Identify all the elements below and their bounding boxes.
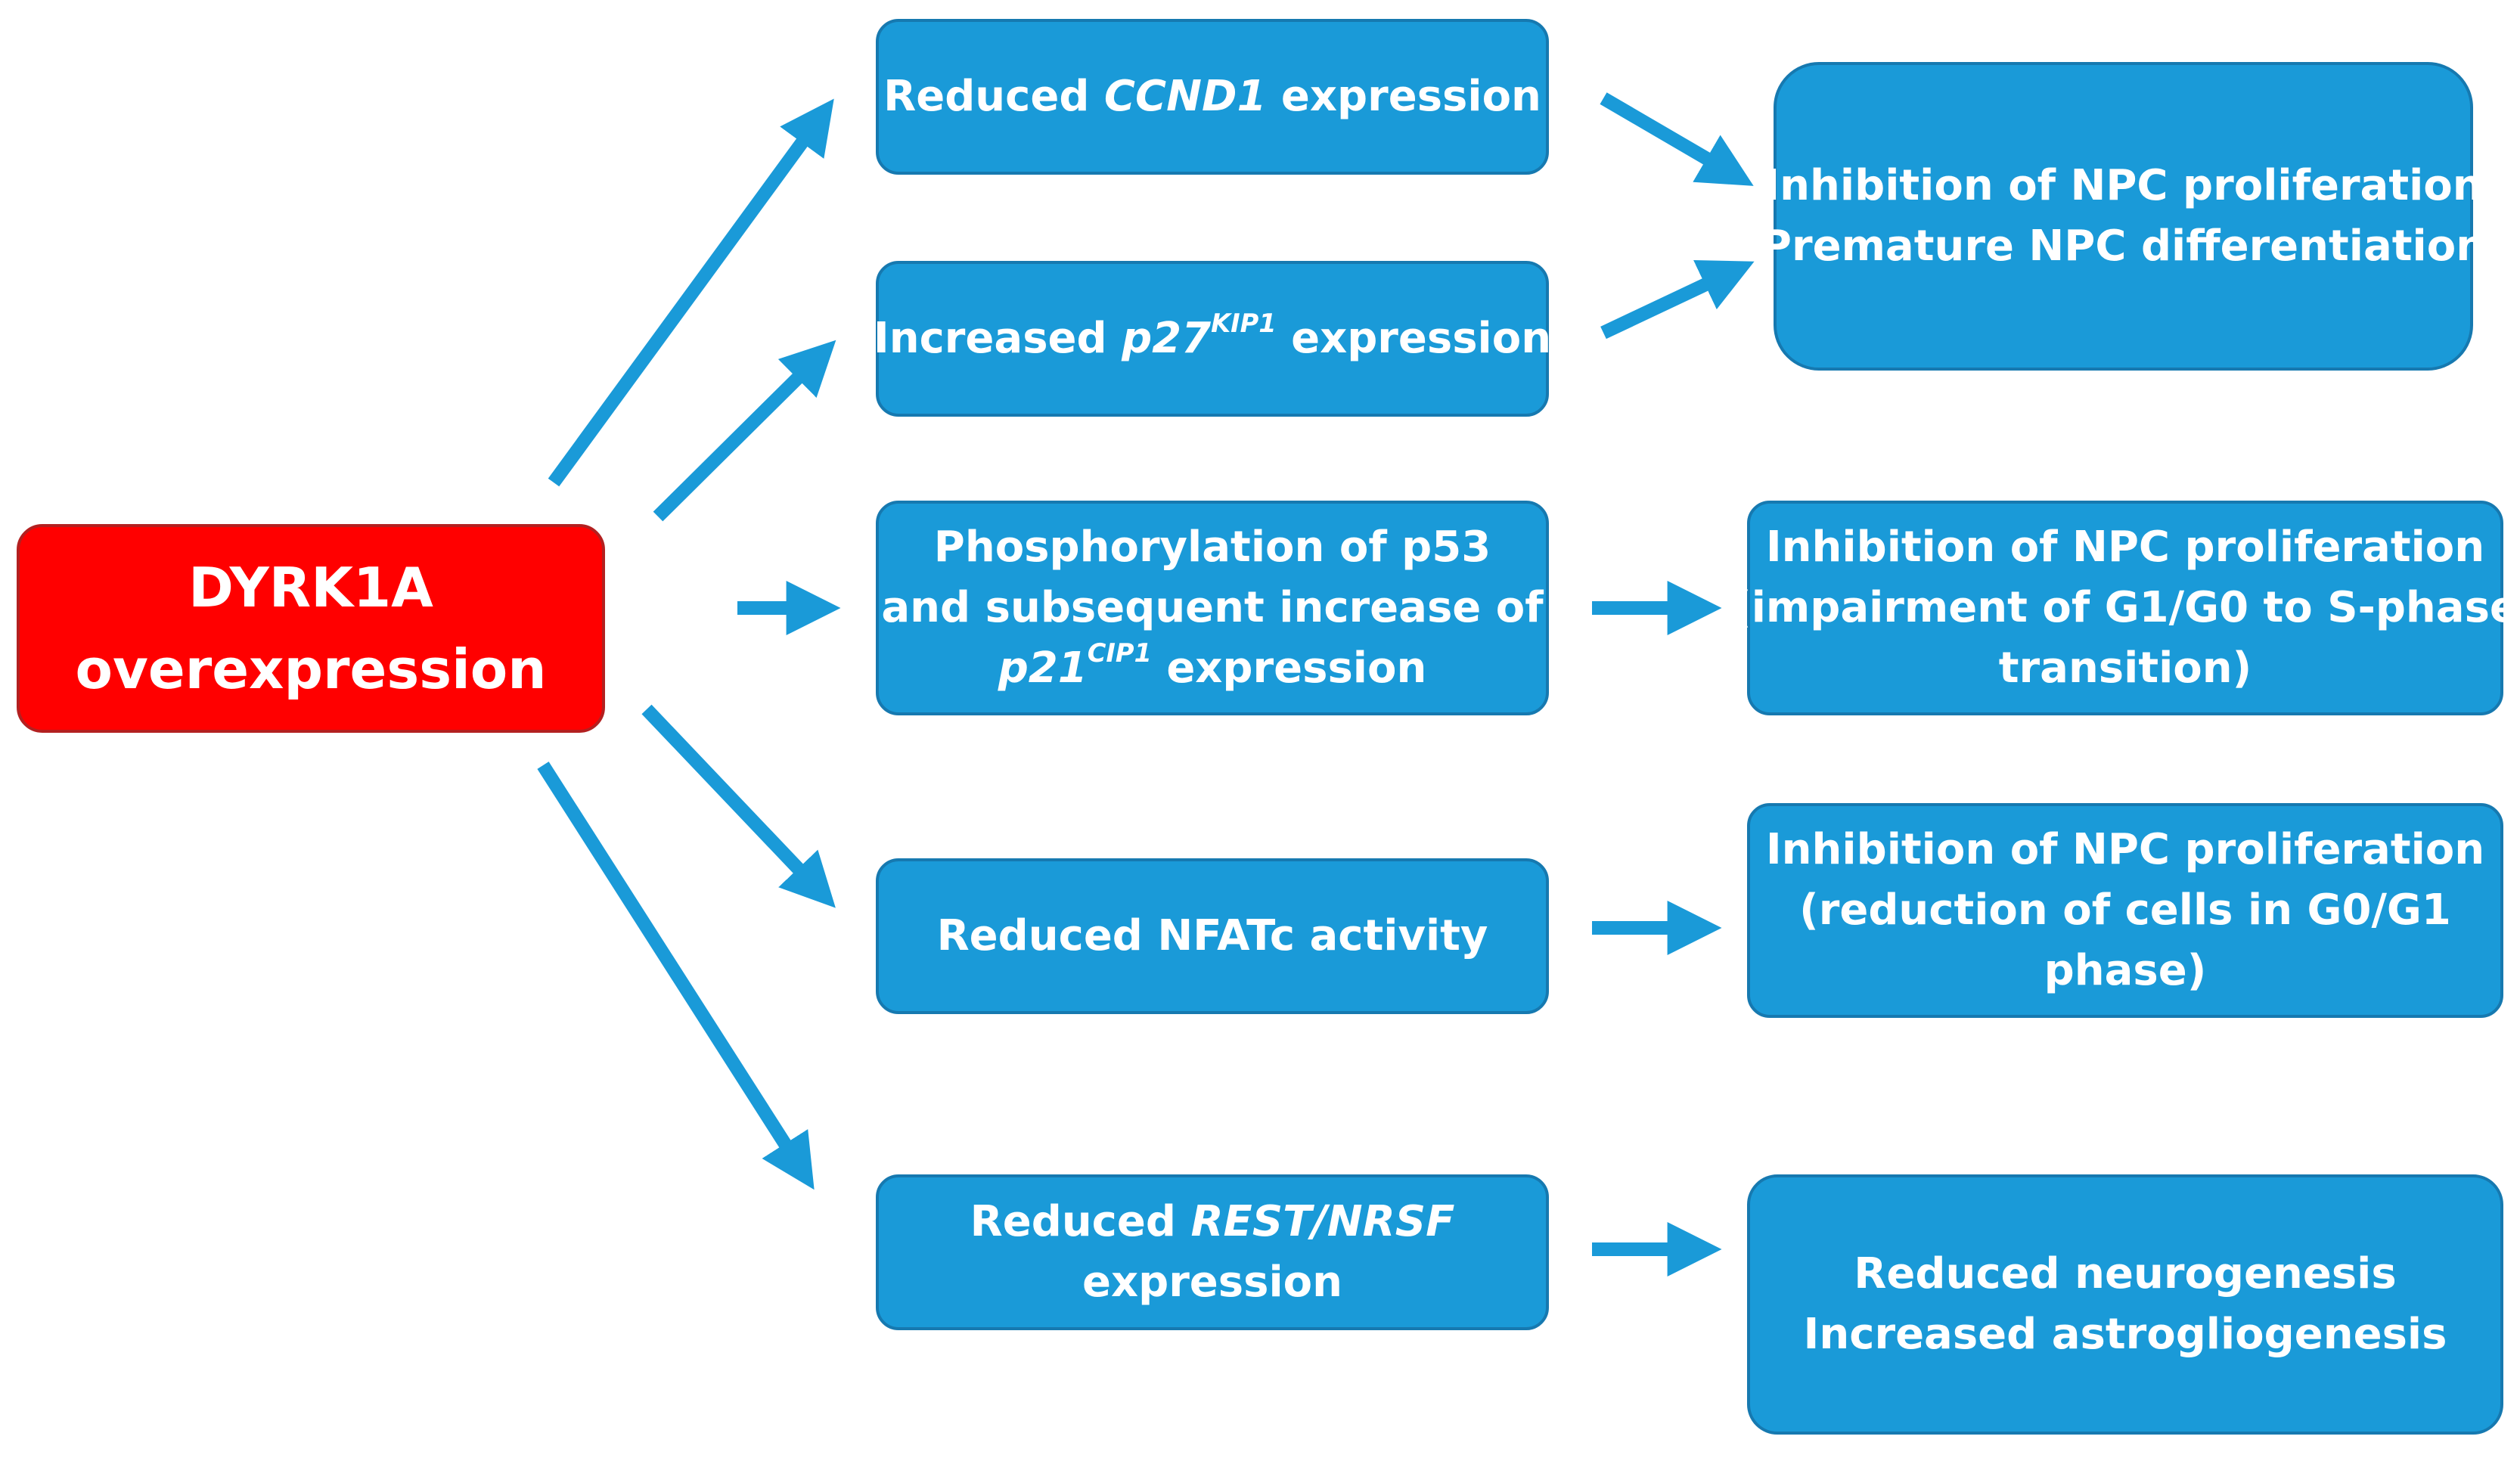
outcome2-line-2: (impairment of G1/G0 to S-phase	[1732, 583, 2518, 632]
outcome-proliferation-differentiation: Inhibition of NPC proliferation Prematur…	[1761, 62, 2486, 371]
dyrk1a-overexpression-node: DYRK1A overexpression	[17, 524, 605, 733]
source-line-1: DYRK1A	[188, 556, 433, 619]
ccnd1-node: Reduced CCND1 expression	[876, 19, 1549, 175]
outcome2-line-3: transition)	[1998, 644, 2252, 693]
p27-sup: KIP1	[1211, 309, 1277, 339]
p21-gene: p21	[998, 644, 1088, 693]
p27-gene: p27	[1122, 314, 1212, 363]
p21-post: expression	[1151, 644, 1427, 693]
outcome4-line-1: Reduced neurogenesis	[1854, 1249, 2397, 1298]
outcome-g0-g1-reduction: Inhibition of NPC proliferation (reducti…	[1747, 803, 2503, 1018]
p27-node: Increased p27KIP1 expression	[874, 261, 1551, 417]
ccnd1-pre: Reduced	[883, 72, 1104, 121]
rest-node: Reduced REST/NRSF expression	[876, 1174, 1549, 1330]
outcome4-line-2: Increased astrogliogenesis	[1803, 1310, 2447, 1359]
arrow-source-to-rest	[537, 762, 815, 1190]
arrow-ccnd1-to-outcome	[1600, 92, 1754, 186]
rest-line-2: expression	[1082, 1258, 1342, 1307]
p53-line-2: and subsequent increase of	[881, 583, 1544, 632]
nfatc-label: Reduced NFATc activity	[936, 911, 1488, 960]
source-line-2: overexpression	[75, 637, 547, 701]
outcome1-line-2: Premature NPC differentiation	[1760, 222, 2487, 271]
nfatc-node: Reduced NFATc activity	[876, 858, 1549, 1014]
p53-line-3: p21CIP1 expression	[998, 638, 1427, 699]
ccnd1-post: expression	[1266, 72, 1541, 121]
rest-gene: REST/NRSF	[1190, 1197, 1455, 1246]
p53-node: Phosphorylation of p53 and subsequent in…	[876, 501, 1549, 715]
ccnd1-gene: CCND1	[1103, 72, 1267, 121]
p27-post: expression	[1276, 314, 1552, 363]
outcome3-line-2: (reduction of cells in G0/G1	[1799, 886, 2451, 935]
p21-sup: CIP1	[1087, 638, 1152, 669]
arrow-source-to-ccnd1	[548, 98, 834, 487]
p53-line-1: Phosphorylation of p53	[933, 523, 1491, 572]
arrow-p27-to-outcome	[1600, 259, 1755, 340]
rest-line-1: Reduced REST/NRSF	[970, 1192, 1455, 1252]
arrow-source-to-nfatc	[641, 704, 836, 908]
p27-pre: Increased	[873, 314, 1122, 363]
outcome2-line-1: Inhibition of NPC proliferation	[1765, 523, 2485, 572]
arrow-source-to-p27	[653, 340, 836, 522]
outcome-neurogenesis: Reduced neurogenesis Increased astroglio…	[1747, 1174, 2503, 1435]
ccnd1-label: Reduced CCND1 expression	[883, 67, 1541, 127]
outcome3-line-1: Inhibition of NPC proliferation	[1765, 825, 2485, 874]
outcome3-line-3: phase)	[2044, 946, 2207, 995]
p27-label: Increased p27KIP1 expression	[874, 309, 1551, 369]
outcome1-line-1: Inhibition of NPC proliferation	[1764, 161, 2483, 210]
rest-pre: Reduced	[970, 1197, 1191, 1246]
outcome-g1-s-transition: Inhibition of NPC proliferation (impairm…	[1732, 501, 2518, 715]
